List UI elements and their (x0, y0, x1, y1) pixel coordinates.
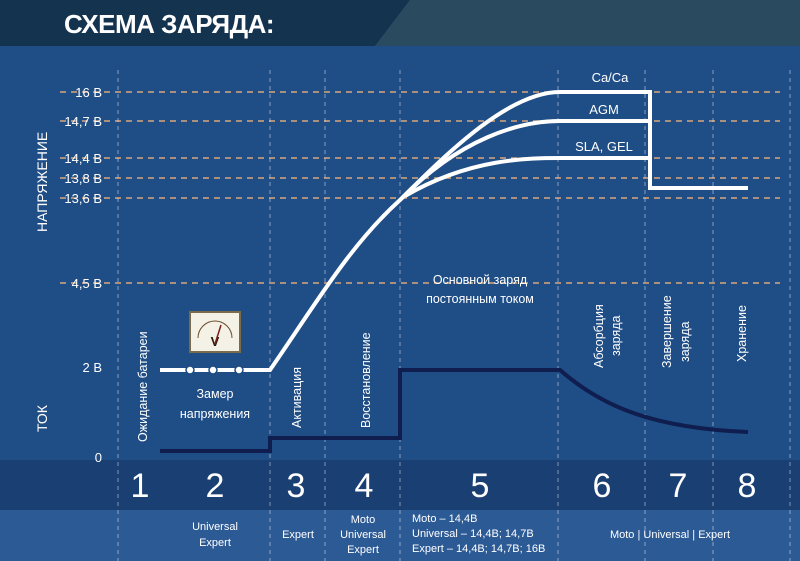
stage-dividers (117, 70, 791, 561)
stage-label-finish-line1: Завершение (660, 295, 674, 368)
voltage-level-label: 13,6 В (64, 191, 102, 206)
stage-label-absorption-line2: заряда (609, 315, 623, 356)
voltage-level-label: 13,8 В (64, 171, 102, 186)
compat-stage4-line3: Expert (347, 544, 379, 556)
compat-stage5-line3: Expert – 14,4В; 14,7В; 16В (412, 543, 545, 555)
label-agm: AGM (589, 102, 619, 117)
compat-stage2-line2: Expert (199, 537, 231, 549)
stage-label-waiting: Ожидание батареи (136, 331, 150, 442)
voltage-axis-title: НАПРЯЖЕНИЕ (34, 132, 50, 232)
stage-number: 1 (131, 467, 150, 505)
stage-number: 7 (669, 467, 688, 505)
stage-number: 5 (471, 467, 490, 505)
probe-dot (185, 365, 195, 375)
stage-number: 3 (287, 467, 306, 505)
header-band-right (375, 0, 800, 46)
stage-number: 4 (355, 467, 374, 505)
stage-label-finish-line2: заряда (678, 321, 692, 362)
voltmeter-icon: V (189, 311, 241, 353)
stage-label-storage: Хранение (735, 305, 749, 362)
current-curve (160, 368, 749, 453)
voltage-curve-agm (398, 119, 652, 202)
compat-stage2-line1: Universal (192, 521, 238, 533)
stage-label-bulk-line2: постоянным током (426, 292, 534, 306)
voltage-level-label: 2 В (82, 360, 102, 375)
compat-stage3: Expert (282, 529, 314, 541)
stage-label-measure-line1: Замер (197, 387, 234, 401)
stage-number: 8 (738, 467, 757, 505)
compat-stage6-8: Moto | Universal | Expert (610, 529, 730, 541)
compat-stage5-line2: Universal – 14,4В; 14,7В (412, 528, 534, 540)
label-ca-ca: Ca/Ca (592, 70, 630, 85)
voltage-level-label: 16 В (75, 85, 102, 100)
voltage-levels: 16 В 14,7 В 14,4 В 13,8 В 13,6 В 4,5 В 2 В 0 (60, 85, 780, 465)
stage-label-absorption-line1: Абсорбция (592, 304, 606, 368)
diagram-title: СХЕМА ЗАРЯДА: (64, 9, 274, 39)
voltage-level-label: 0 (95, 450, 102, 465)
stage-number: 6 (593, 467, 612, 505)
stage-number: 2 (206, 467, 225, 505)
voltage-level-label: 14,7 В (64, 114, 102, 129)
current-axis-title: ТОК (34, 404, 50, 432)
stage-number-band (0, 460, 800, 510)
compat-stage5-line1: Moto – 14,4В (412, 513, 477, 525)
label-sla-gel: SLA, GEL (575, 139, 633, 154)
compat-stage4-line1: Moto (351, 514, 375, 526)
probe-dot (208, 365, 218, 375)
header-band (0, 0, 410, 46)
voltage-curve-sla-gel (403, 156, 652, 198)
stage-label-recovery: Восстановление (359, 332, 373, 428)
stage-numbers: 1 2 3 4 5 6 7 8 (131, 467, 757, 505)
stage-label-measure-line2: напряжения (180, 407, 250, 421)
stage-label-bulk-line1: Основной заряд (433, 273, 528, 287)
compat-band (0, 510, 800, 561)
probe-dot (234, 365, 244, 375)
compat-stage4-line2: Universal (340, 529, 386, 541)
stage-label-activation: Активация (290, 367, 304, 428)
voltage-level-label: 4,5 В (72, 276, 102, 291)
voltage-level-label: 14,4 В (64, 151, 102, 166)
